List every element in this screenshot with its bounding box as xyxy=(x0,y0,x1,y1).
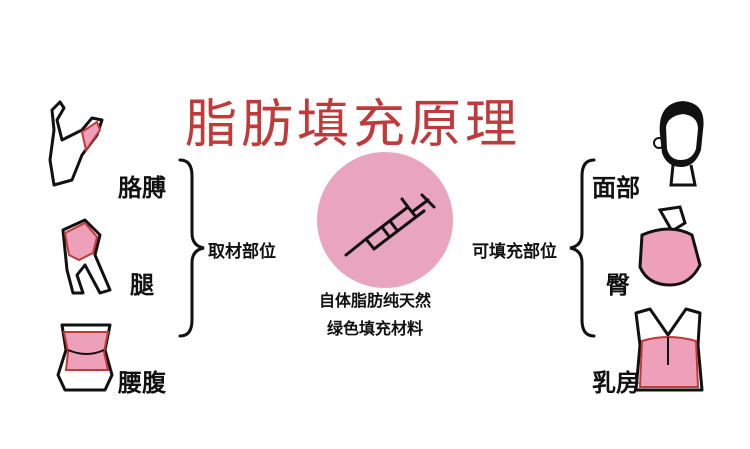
leg-illustration xyxy=(61,218,112,295)
right-group-label: 可填充部位 xyxy=(472,242,557,262)
right-item-face: 面部 xyxy=(592,174,640,202)
right-item-breast: 乳房 xyxy=(592,369,640,397)
breast-illustration xyxy=(634,307,704,392)
center-circle xyxy=(317,152,453,288)
waist-illustration xyxy=(56,323,114,392)
face-illustration xyxy=(653,101,704,187)
left-item-waist: 腰腹 xyxy=(118,369,166,397)
left-group-label: 取材部位 xyxy=(208,242,276,262)
right-brace xyxy=(569,158,596,338)
diagram-title: 脂肪填充原理 xyxy=(185,95,522,155)
center-line-2: 绿色填充材料 xyxy=(326,319,423,338)
arm-illustration xyxy=(48,100,104,187)
syringe-icon xyxy=(344,193,436,257)
left-item-leg: 腿 xyxy=(130,271,154,299)
center-line-1: 自体脂肪纯天然 xyxy=(318,291,431,310)
buttocks-illustration xyxy=(638,205,702,287)
right-item-buttocks: 臀 xyxy=(606,271,630,299)
left-brace xyxy=(178,158,205,338)
left-item-arm: 胳膊 xyxy=(118,174,166,202)
